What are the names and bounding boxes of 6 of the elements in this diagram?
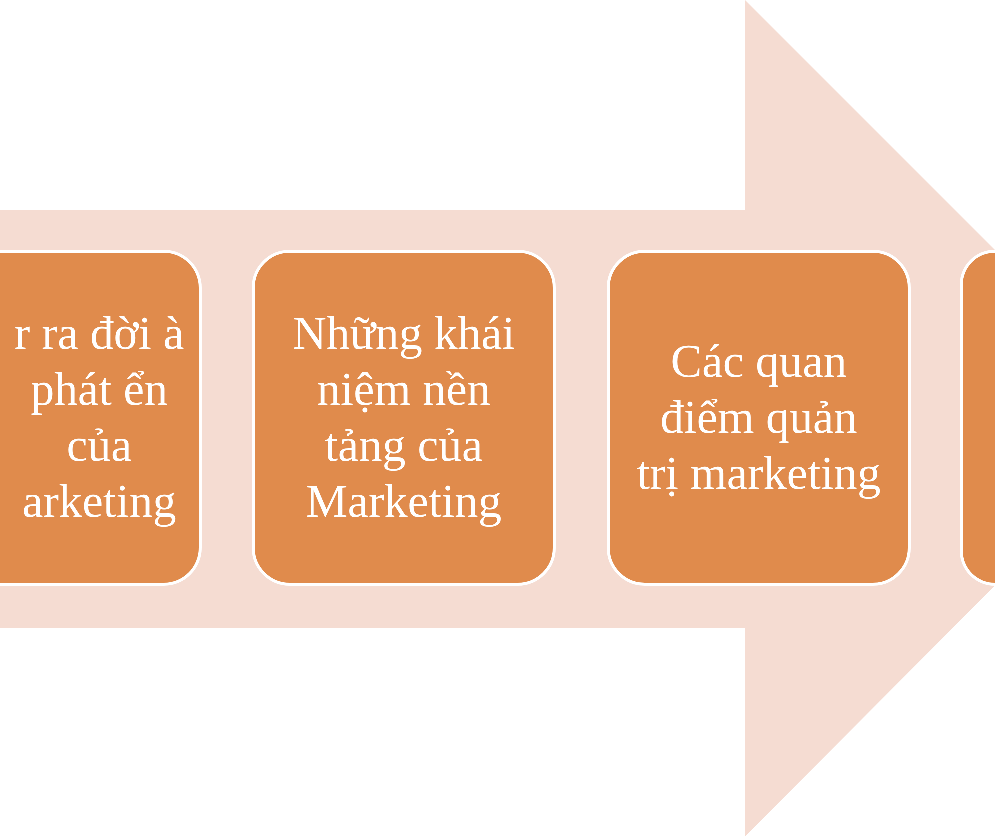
step-box [0,250,202,586]
step-label: r ra đời à phát ển của arketing [14,307,186,530]
step-box [252,250,556,586]
step-label: Những khái niệm nền tảng của Marketing [292,307,516,530]
step-label: Các quan điểm quản trị marketing [636,335,882,502]
step-box [607,250,911,586]
